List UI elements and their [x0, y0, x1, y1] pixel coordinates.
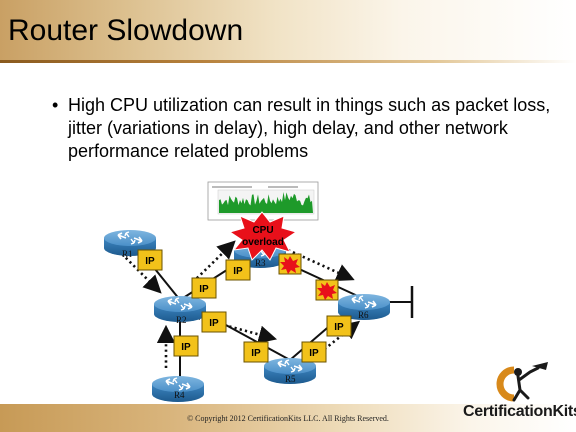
- svg-text:IP: IP: [199, 284, 209, 295]
- svg-text:IP: IP: [309, 348, 319, 359]
- router-label: R3: [255, 258, 266, 268]
- router-r1: R1: [103, 229, 157, 259]
- flow-arrow-r2-r3: [192, 240, 236, 283]
- cpu-overload-burst: CPU overload: [228, 211, 298, 261]
- ip-packet: IP: [301, 341, 327, 363]
- ip-packet: IP: [173, 335, 199, 357]
- router-r6: R6: [337, 293, 391, 321]
- ip-packet: IP: [225, 259, 251, 281]
- cpu-usage-area: [219, 192, 313, 213]
- bullet-dot-icon: •: [52, 95, 59, 115]
- title-divider: [0, 60, 576, 63]
- ip-packet: IP: [243, 341, 269, 363]
- router-label: R1: [122, 249, 133, 259]
- svg-text:IP: IP: [334, 322, 344, 333]
- ip-packet: IP: [137, 249, 163, 271]
- ip-packet: IP: [191, 277, 217, 299]
- svg-text:IP: IP: [251, 348, 261, 359]
- router-r2: R2: [153, 295, 207, 325]
- title-band: [0, 0, 576, 60]
- bullet-text: High CPU utilization can result in thing…: [68, 95, 551, 161]
- overload-label-line2: overload: [242, 237, 284, 248]
- slide-title: Router Slowdown: [8, 14, 244, 47]
- bullet-item: • High CPU utilization can result in thi…: [52, 94, 552, 163]
- router-r5: R5: [263, 357, 317, 385]
- certificationkits-logo-icon: [496, 362, 548, 402]
- router-label: R4: [174, 390, 185, 400]
- ip-packet: IP: [326, 315, 352, 337]
- overload-label-line1: CPU: [252, 225, 273, 236]
- dropped-packet-2: [315, 279, 339, 301]
- copyright-text: © Copyright 2012 CertificationKits LLC. …: [187, 414, 389, 423]
- svg-text:IP: IP: [233, 266, 243, 277]
- brand-wordmark: CertificationKits: [463, 403, 576, 420]
- router-label: R2: [176, 315, 187, 325]
- router-label: R5: [285, 374, 296, 384]
- router-r3: R3: [233, 241, 287, 269]
- svg-text:IP: IP: [145, 256, 155, 267]
- dropped-packet-1: [278, 253, 302, 275]
- footer-band: [0, 404, 576, 432]
- router-label: R6: [358, 310, 369, 320]
- router-r4: R4: [151, 375, 205, 403]
- svg-text:IP: IP: [181, 342, 191, 353]
- svg-text:IP: IP: [209, 318, 219, 329]
- ip-packet: IP: [201, 311, 227, 333]
